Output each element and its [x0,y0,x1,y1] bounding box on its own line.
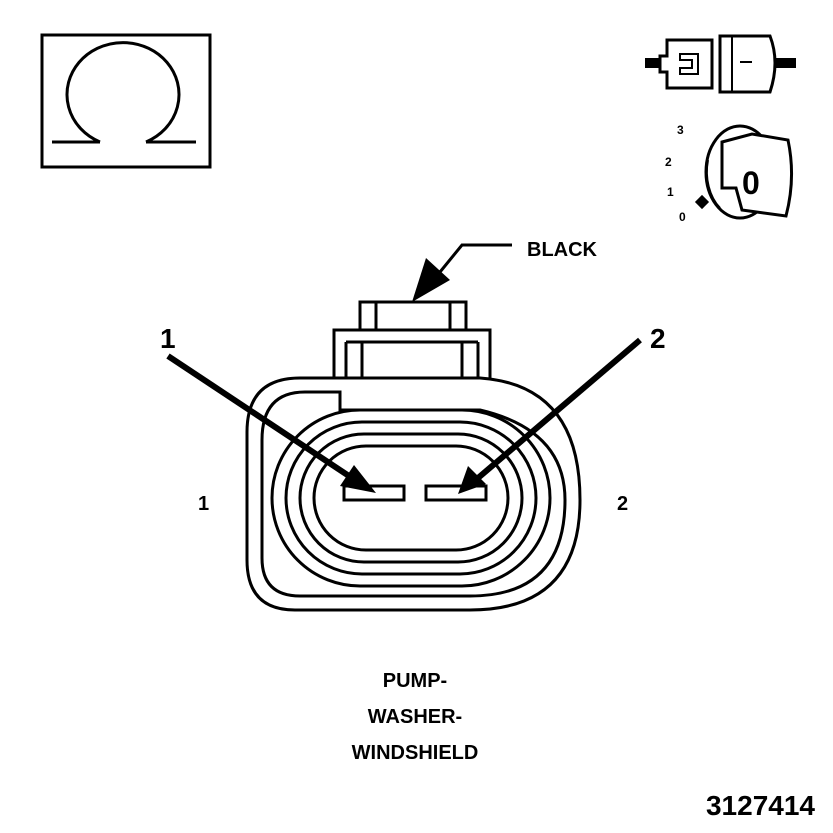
ignition-position-0: 0 [679,210,686,224]
pin-2-arrow [458,337,642,494]
pin-2-side-label: 2 [617,493,628,515]
ignition-key-label: 0 [742,165,760,201]
component-name-line-1: PUMP- [383,670,447,692]
connector-color-label: BLACK [527,239,598,261]
component-name-line-2: WASHER- [368,706,462,728]
pin-1-side-label: 1 [198,493,209,515]
component-name-line-3: WINDSHIELD [352,742,479,764]
terminal-2-slot [424,484,488,502]
ignition-position-2: 2 [665,155,672,169]
black-callout [412,243,512,302]
pin-1-callout: 1 [160,323,176,354]
ignition-position-3: 3 [677,123,684,137]
disconnected-connector-icon [645,34,796,94]
pin-1-arrow [166,353,376,493]
ignition-switch-icon: 3 2 1 0 0 [665,123,794,224]
ohm-symbol-icon [40,33,212,169]
connector-face [245,300,582,612]
figure-number: 3127414 [706,790,815,821]
pin-2-callout: 2 [650,323,666,354]
ignition-position-1: 1 [667,185,674,199]
